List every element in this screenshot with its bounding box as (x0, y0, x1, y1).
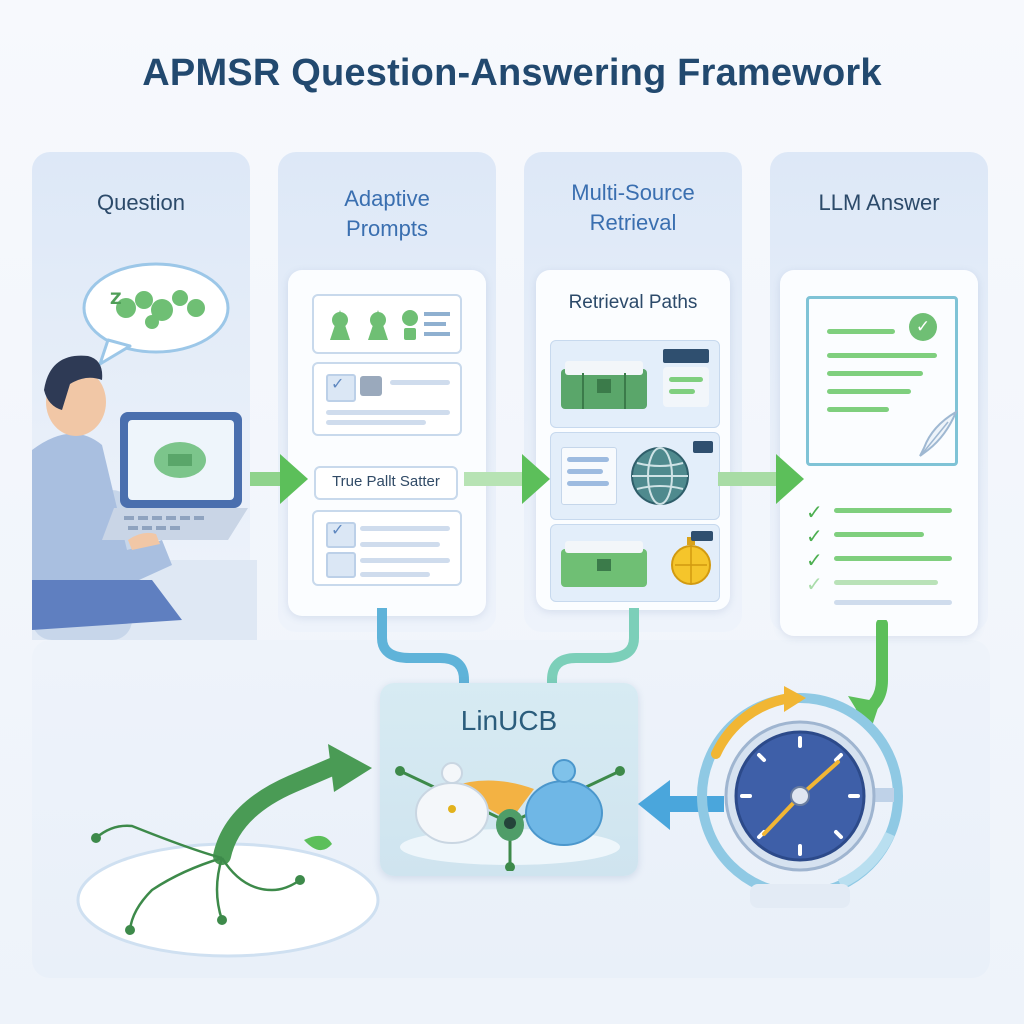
robot-icon (330, 310, 450, 340)
gold-orb-icon (671, 537, 711, 585)
multi-source-retrieval-column: Multi-Source Retrieval Retrieval Paths (524, 152, 742, 632)
answer-card: ✓ ✓ ✓ ✓ ✓ (780, 270, 978, 636)
question-heading: Question (96, 190, 186, 215)
prompt-template-2: ✓ (312, 362, 462, 436)
checkmark-icon: ✓ (806, 548, 823, 572)
stopwatch-icon (697, 686, 903, 908)
arrow-retrieval-to-answer (718, 454, 804, 504)
prompts-card: ✓ True Pallt Satter ✓ (288, 270, 486, 616)
quill-icon (919, 409, 959, 457)
linucb-module: LinUCB (380, 683, 638, 876)
speech-bubble-icon: Z (82, 262, 230, 366)
svg-text:Z: Z (110, 289, 122, 308)
llm-answer-heading: LLM Answer (818, 190, 940, 215)
arrow-question-to-prompts (250, 454, 308, 504)
retrieval-path-3 (550, 524, 720, 602)
prompt-badge: True Pallt Satter (314, 466, 458, 500)
retrieval-paths-card: Retrieval Paths (536, 270, 730, 610)
adaptive-prompts-heading-line2: Prompts (346, 216, 428, 241)
prompt-template-1 (312, 294, 462, 354)
checkmark-icon: ✓ (806, 500, 823, 524)
checkmark-icon: ✓ (806, 524, 823, 548)
adaptive-prompts-heading-line1: Adaptive (344, 186, 430, 211)
retrieval-path-1 (550, 340, 720, 428)
database-icon (561, 361, 647, 409)
connector-retrieval-to-linucb (547, 608, 639, 690)
retrieval-paths-subheading: Retrieval Paths (568, 292, 698, 313)
adaptive-prompts-column: Adaptive Prompts ✓ True Pallt Satter (278, 152, 496, 632)
person-at-laptop-illustration (32, 355, 257, 640)
retrieval-path-2 (550, 432, 720, 520)
connector-prompts-to-linucb (377, 608, 469, 690)
retrieval-heading-line1: Multi-Source (571, 180, 695, 205)
bandit-arms-illustration (395, 759, 625, 871)
checkmark-icon: ✓ (909, 313, 937, 341)
llm-answer-column: LLM Answer ✓ ✓ ✓ ✓ ✓ (770, 152, 988, 636)
prompt-template-3: ✓ (312, 510, 462, 586)
globe-icon (631, 447, 689, 505)
checkmark-icon: ✓ (331, 520, 345, 539)
arrow-prompts-to-retrieval (464, 454, 550, 504)
feedback-arrow-into-linucb (76, 744, 380, 958)
arrow-clock-to-linucb (638, 780, 724, 830)
checkmark-icon: ✓ (806, 572, 823, 596)
checkmark-icon: ✓ (331, 374, 345, 393)
page-title: APMSR Question-Answering Framework (142, 52, 882, 94)
linucb-label: LinUCB (460, 705, 558, 736)
database-icon (561, 541, 647, 587)
retrieval-heading-line2: Retrieval (589, 210, 677, 235)
